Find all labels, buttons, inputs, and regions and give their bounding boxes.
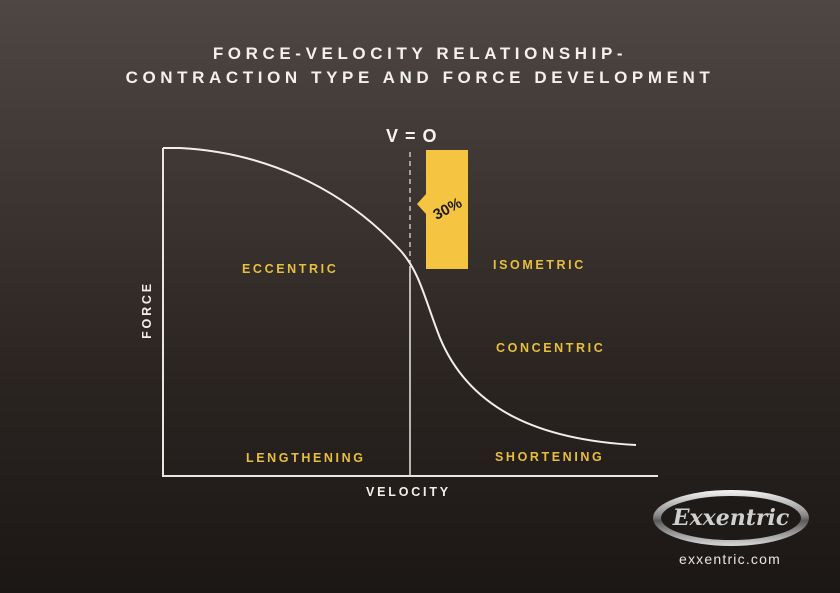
exxentric-logo: Exxentric <box>653 490 809 546</box>
v-zero-label: V = O <box>386 126 438 146</box>
chart-axes <box>162 148 658 477</box>
title-line-1: FORCE-VELOCITY RELATIONSHIP- <box>212 44 628 63</box>
velocity-axis-label: VELOCITY <box>366 485 451 499</box>
lengthening-label: LENGTHENING <box>246 451 366 465</box>
30-percent-bar <box>417 150 468 269</box>
shortening-label: SHORTENING <box>495 450 605 464</box>
title-line-2: CONTRACTION TYPE AND FORCE DEVELOPMENT <box>125 68 715 87</box>
force-velocity-curve <box>163 147 637 446</box>
website-url: exxentric.com <box>679 551 781 567</box>
isometric-label: ISOMETRIC <box>493 258 586 272</box>
eccentric-label: ECCENTRIC <box>242 262 339 276</box>
force-axis-label: FORCE <box>139 281 154 339</box>
svg-text:Exxentric: Exxentric <box>672 505 790 531</box>
concentric-label: CONCENTRIC <box>496 341 606 355</box>
